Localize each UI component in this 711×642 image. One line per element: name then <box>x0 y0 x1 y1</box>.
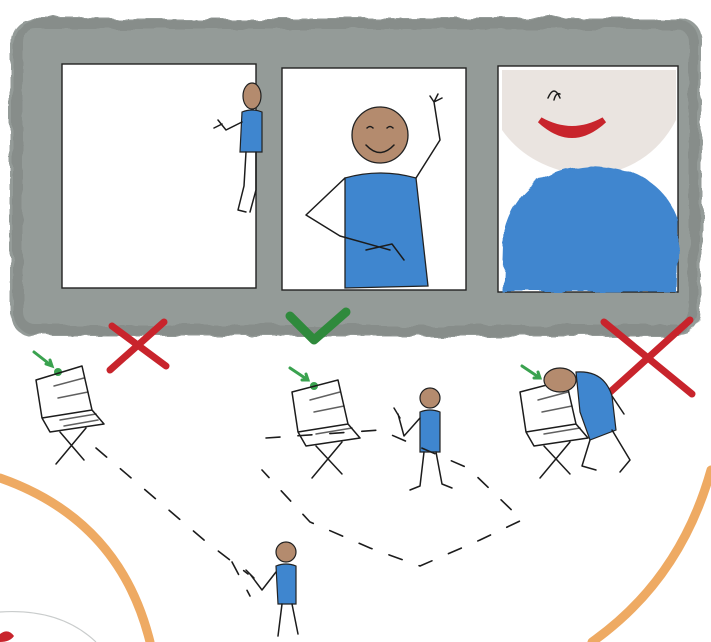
panel-left <box>62 64 262 288</box>
decorative-arcs <box>0 470 711 642</box>
panel-center <box>282 68 466 290</box>
laptop-stand-center <box>290 368 360 478</box>
walking-paths <box>96 430 522 596</box>
person-walking-bottom <box>246 542 298 636</box>
laptop-stand-left <box>34 352 104 464</box>
laptop-stand-right <box>520 366 630 478</box>
panel-right <box>498 66 678 292</box>
